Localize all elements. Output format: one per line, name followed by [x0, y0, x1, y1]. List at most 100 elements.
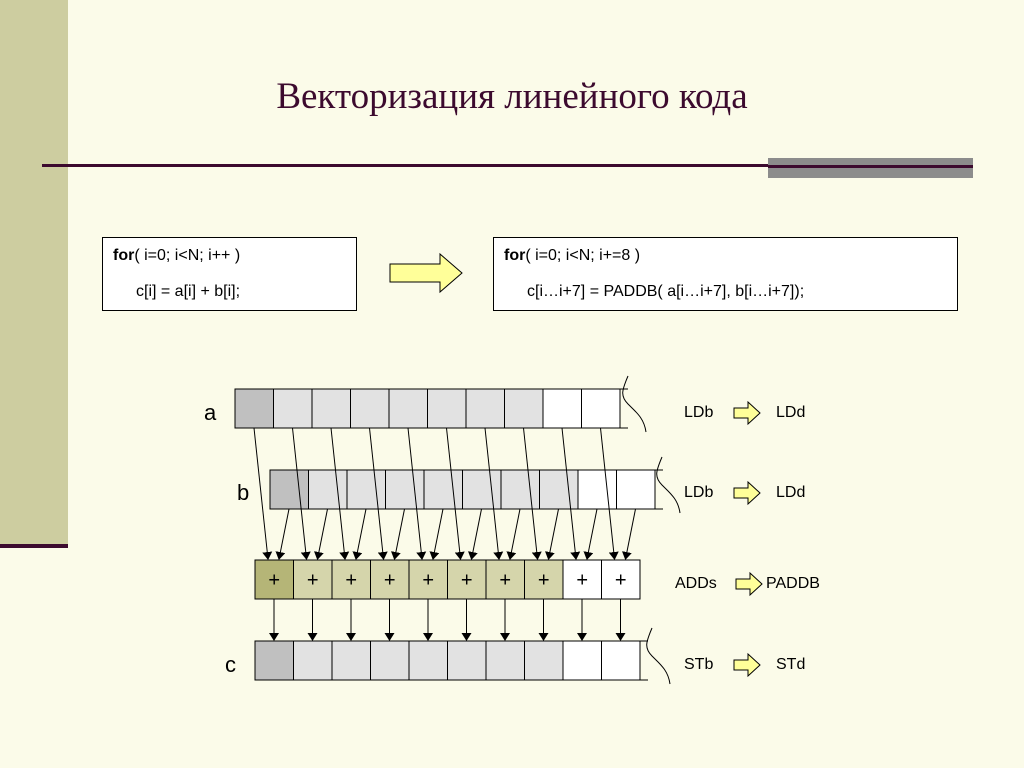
- scalar-loop-body: c[i] = a[i] + b[i];: [136, 283, 241, 300]
- array-continuation-brackets: [622, 375, 681, 685]
- plus-symbol: +: [307, 570, 319, 592]
- sidebar-decoration: [0, 0, 68, 545]
- array-a: [234, 388, 628, 429]
- array-b-label: b: [237, 480, 250, 505]
- bracket-mark: [646, 627, 671, 685]
- array-c-cell: [408, 640, 448, 681]
- data-flow-arrows: [253, 427, 636, 641]
- bracket-mark: [622, 375, 647, 433]
- b-to-adder-arrow: [506, 508, 521, 560]
- array-b-cell: [577, 469, 617, 510]
- for-keyword: for: [113, 247, 135, 264]
- plus-symbol: +: [576, 570, 588, 592]
- op-a-to: LDd: [776, 404, 806, 421]
- vector-loop-header-rest: ( i=0; i<N; i+=8 ): [525, 247, 641, 264]
- array-b-cell: [616, 469, 656, 510]
- array-c-cell: [370, 640, 410, 681]
- array-b-cell: [346, 469, 386, 510]
- a-to-adder-arrow: [292, 427, 311, 560]
- plus-symbol: +: [384, 570, 396, 592]
- op-c-to: STd: [776, 656, 806, 673]
- array-a-cell: [273, 388, 313, 429]
- b-to-adder-arrow: [275, 508, 290, 560]
- adder-cell: [370, 559, 410, 600]
- adder-row: ++++++++++: [254, 559, 641, 600]
- plus-symbol: +: [422, 570, 434, 592]
- array-a-cell: [581, 388, 621, 429]
- array-a-cell: [542, 388, 582, 429]
- a-to-adder-arrow: [600, 427, 619, 560]
- array-b: [269, 469, 663, 510]
- array-a-cell: [350, 388, 390, 429]
- plus-symbol: +: [461, 570, 473, 592]
- adder-cell: [524, 559, 564, 600]
- sidebar-underline: [0, 544, 68, 548]
- b-to-adder-arrow: [429, 508, 444, 560]
- a-to-adder-arrow: [253, 427, 273, 560]
- array-c-cell: [331, 640, 371, 681]
- array-a-cell: [311, 388, 351, 429]
- array-c-cell: [524, 640, 564, 681]
- op-c-from: STb: [684, 656, 714, 673]
- array-b-cell: [308, 469, 348, 510]
- a-to-adder-arrow: [484, 427, 504, 560]
- array-c-cell: [562, 640, 602, 681]
- op-b-to: LDd: [776, 484, 806, 501]
- slide-title: Векторизация линейного кода: [276, 76, 748, 117]
- adder-cell: [293, 559, 333, 600]
- a-to-adder-arrow: [446, 427, 465, 560]
- array-c-cell: [485, 640, 525, 681]
- b-to-adder-arrow: [467, 508, 482, 560]
- plus-symbol: +: [538, 570, 550, 592]
- array-b-cell: [269, 469, 309, 510]
- op-a-from: LDb: [684, 404, 714, 421]
- op-arrow-icon: [733, 652, 761, 678]
- vector-loop-header: for( i=0; i<N; i+=8 ): [504, 247, 640, 265]
- adder-cell: [331, 559, 371, 600]
- array-c: [254, 640, 648, 681]
- array-b-cell: [462, 469, 502, 510]
- array-a-cell: [504, 388, 544, 429]
- b-to-adder-arrow: [583, 508, 598, 560]
- array-b-cell: [539, 469, 579, 510]
- op-add-to: PADDB: [766, 575, 820, 592]
- transform-arrow-icon: [389, 252, 463, 294]
- title-divider-accent: [768, 158, 973, 178]
- a-to-adder-arrow: [369, 427, 388, 560]
- b-to-adder-arrow: [390, 508, 405, 560]
- array-a-label: a: [204, 400, 217, 425]
- b-to-adder-arrow: [313, 508, 328, 560]
- title-divider: [42, 164, 772, 167]
- array-b-cell: [500, 469, 540, 510]
- array-b-cell: [385, 469, 425, 510]
- scalar-loop-header-rest: ( i=0; i<N; i++ ): [134, 247, 241, 264]
- array-c-label: c: [225, 652, 236, 677]
- b-to-adder-arrow: [621, 508, 636, 560]
- a-to-adder-arrow: [330, 427, 350, 560]
- vector-loop-body: c[i…i+7] = PADDB( a[i…i+7], b[i…i+7]);: [527, 283, 805, 300]
- op-arrow-icon: [735, 571, 763, 597]
- b-to-adder-arrow: [544, 508, 559, 560]
- array-c-cell: [601, 640, 641, 681]
- array-a-cell: [465, 388, 505, 429]
- array-c-cell: [293, 640, 333, 681]
- plus-symbol: +: [615, 570, 627, 592]
- array-a-cell: [388, 388, 428, 429]
- a-to-adder-arrow: [561, 427, 581, 560]
- a-to-adder-arrow: [407, 427, 427, 560]
- for-keyword: for: [504, 247, 526, 264]
- array-c-cell: [254, 640, 294, 681]
- array-a-cell: [427, 388, 467, 429]
- op-arrow-icon: [733, 400, 761, 426]
- plus-symbol: +: [268, 570, 280, 592]
- b-to-adder-arrow: [352, 508, 367, 560]
- scalar-code-box: for( i=0; i<N; i++ ) c[i] = a[i] + b[i];: [102, 237, 357, 311]
- op-arrow-icon: [733, 480, 761, 506]
- bracket-mark: [656, 456, 681, 514]
- a-to-adder-arrow: [523, 427, 542, 560]
- op-arrows: [733, 400, 763, 678]
- array-a-cell: [234, 388, 274, 429]
- array-b-cell: [423, 469, 463, 510]
- op-b-from: LDb: [684, 484, 714, 501]
